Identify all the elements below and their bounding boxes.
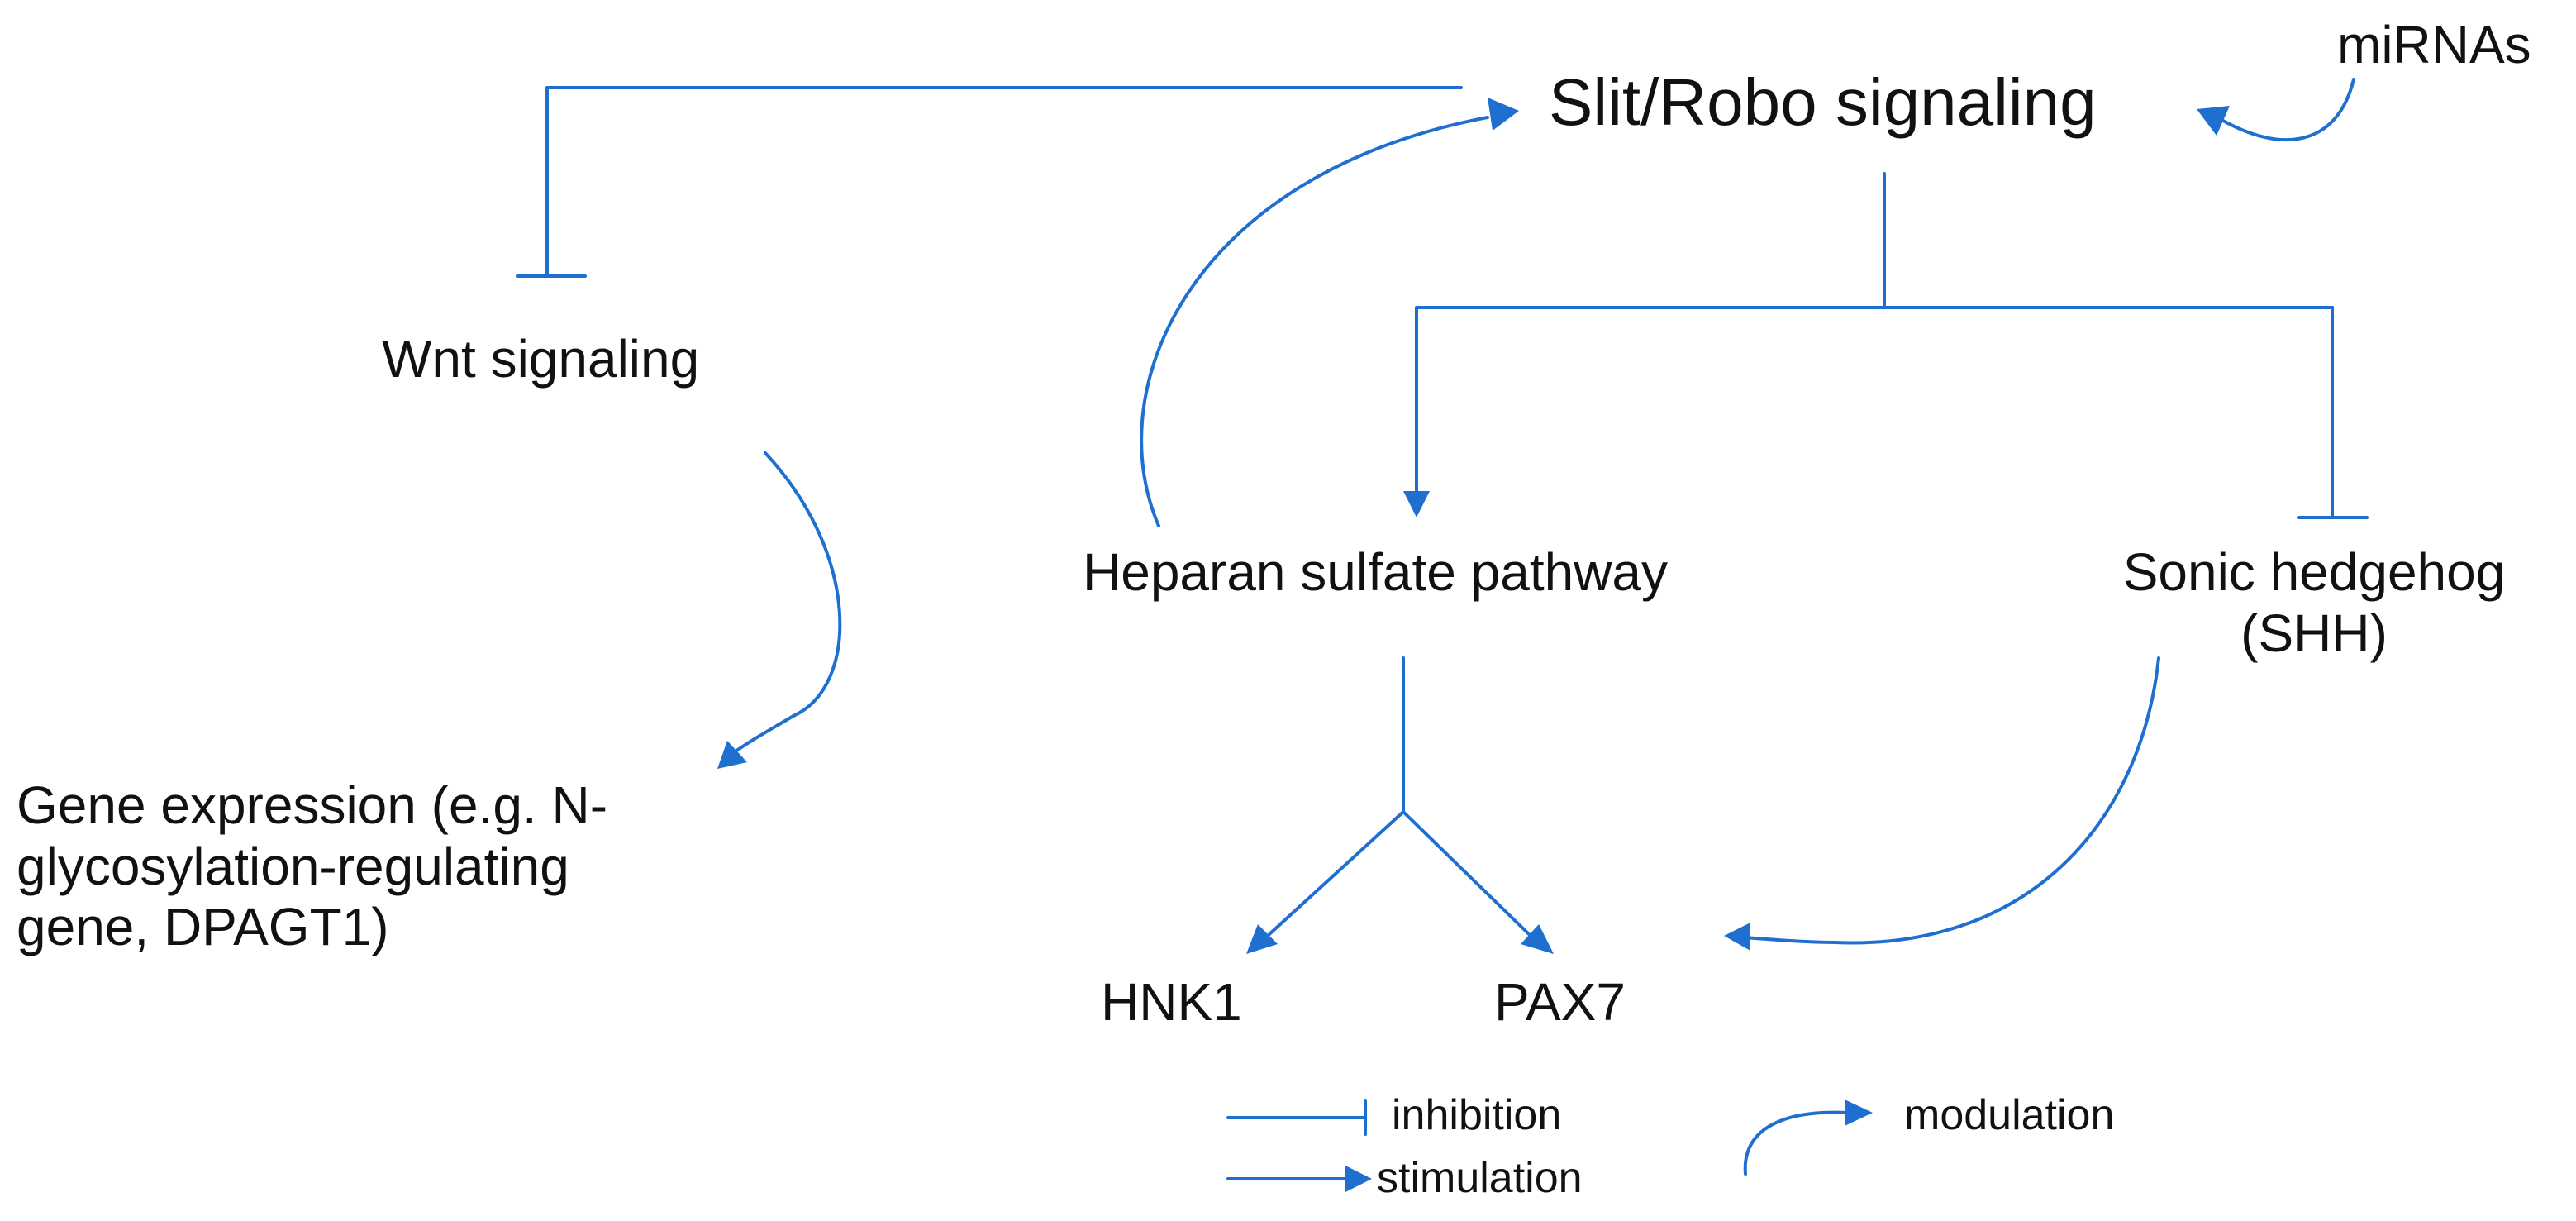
shh-line-2: (SHH) xyxy=(2240,603,2388,663)
gene-expression-line-1: Gene expression (e.g. N- xyxy=(17,775,607,835)
node-mirnas: miRNAs xyxy=(2337,15,2531,74)
arrowhead-slitrobo xyxy=(1488,98,1519,131)
arrowhead-pax7-shh xyxy=(1724,923,1750,951)
edge-shh-to-pax7 xyxy=(1742,656,2160,945)
edge-wnt-to-gene-expression xyxy=(724,451,842,761)
edge-fork-to-pax7 xyxy=(1402,810,1531,936)
legend-modulation-label: modulation xyxy=(1904,1091,2115,1139)
edge-slitrobo-inhibits-wnt xyxy=(545,86,1463,278)
node-gene-expression: Gene expression (e.g. N- glycosylation-r… xyxy=(17,775,607,958)
legend-inhibition-label: inhibition xyxy=(1392,1091,1562,1139)
edge-mirnas-to-slitrobo xyxy=(2221,78,2355,142)
arrowhead-hnk1 xyxy=(1246,924,1278,954)
legend-stimulation-label: stimulation xyxy=(1377,1154,1583,1202)
edge-fork-to-hnk1 xyxy=(1268,810,1405,936)
arrowhead-pax7 xyxy=(1521,924,1554,954)
arrowhead-mirnas xyxy=(2197,106,2230,136)
gene-expression-line-2: glycosylation-regulating xyxy=(17,836,569,896)
legend-stimulation-arrowhead xyxy=(1345,1166,1372,1192)
legend-modulation-arrowhead xyxy=(1845,1099,1873,1126)
edge-heparan-to-slitrobo xyxy=(1140,116,1489,527)
node-slit-robo: Slit/Robo signaling xyxy=(1549,65,2097,139)
arrowhead-gene-expression xyxy=(717,741,747,769)
node-heparan: Heparan sulfate pathway xyxy=(1083,542,1668,602)
node-shh: Sonic hedgehog (SHH) xyxy=(2107,542,2521,664)
node-hnk1: HNK1 xyxy=(1101,972,1242,1032)
gene-expression-line-3: gene, DPAGT1) xyxy=(17,897,389,957)
shh-line-1: Sonic hedgehog xyxy=(2122,542,2506,602)
legend-modulation-curve xyxy=(1743,1110,1850,1176)
node-wnt: Wnt signaling xyxy=(382,329,700,389)
arrowhead-heparan xyxy=(1403,491,1430,517)
node-pax7: PAX7 xyxy=(1494,972,1626,1032)
